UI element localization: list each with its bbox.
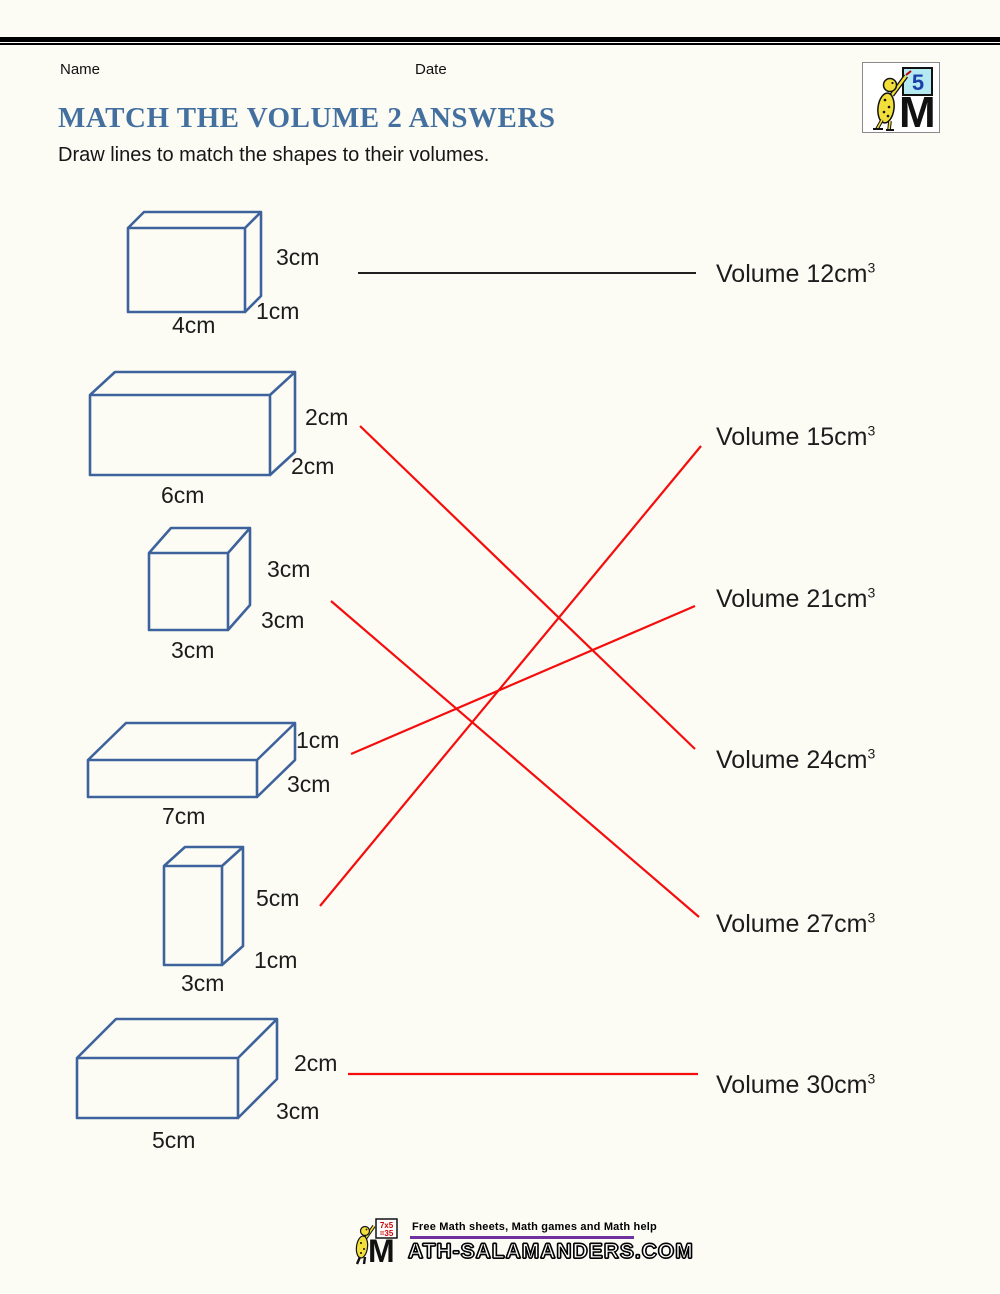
volume-option-3-text: Volume 21cm xyxy=(716,585,868,613)
footer-salamander-spot xyxy=(360,1242,362,1244)
salamander-spot xyxy=(887,105,891,109)
footer-site-name: ATH-SALAMANDERS.COM xyxy=(407,1239,694,1263)
match-line-2 xyxy=(359,425,696,750)
volume-option-5: Volume 27cm3 xyxy=(716,911,875,937)
shape1-height-label: 3cm xyxy=(276,244,320,270)
shape5-depth-label: 1cm xyxy=(254,947,298,973)
logo-letter-m: M xyxy=(899,88,936,131)
shape-box-5 xyxy=(162,845,245,967)
shape3-depth-label: 3cm xyxy=(261,607,305,633)
shape6-width-label: 5cm xyxy=(152,1127,196,1153)
footer-salamander-head xyxy=(359,1225,371,1237)
top-divider-thin-line xyxy=(0,43,1000,45)
footer-salamander-spot xyxy=(360,1252,362,1254)
salamander-feet xyxy=(873,128,894,131)
volume-option-2-text: Volume 15cm xyxy=(716,423,868,451)
site-logo: M 5 xyxy=(862,62,940,137)
salamander-eye xyxy=(891,81,894,85)
salamander-body xyxy=(877,92,895,124)
date-label: Date xyxy=(415,61,447,78)
shape3-width-label: 3cm xyxy=(171,637,215,663)
shape-box-3 xyxy=(147,526,252,632)
salamander-arm xyxy=(891,75,907,96)
volume-option-2-exponent: 3 xyxy=(867,422,876,439)
footer-board-line1: 7x5 xyxy=(380,1221,394,1230)
footer-salamander-spot xyxy=(363,1248,365,1250)
shape4-depth-label: 3cm xyxy=(287,771,331,797)
volume-option-4-exponent: 3 xyxy=(867,745,876,762)
volume-option-6-text: Volume 30cm xyxy=(716,1071,868,1099)
footer-logo: M 7x5 =35 xyxy=(355,1218,398,1265)
salamander-head xyxy=(882,77,898,93)
volume-option-6: Volume 30cm3 xyxy=(716,1072,875,1098)
match-line-5 xyxy=(319,445,702,907)
shape3-height-label: 3cm xyxy=(267,556,311,582)
shape-box-1 xyxy=(126,210,263,314)
top-divider xyxy=(0,37,1000,45)
match-line-3 xyxy=(330,600,700,918)
page-subtitle: Draw lines to match the shapes to their … xyxy=(58,144,490,166)
site-logo-graphic: M 5 xyxy=(873,67,936,137)
pencil-icon xyxy=(905,70,912,76)
page-title: MATCH THE VOLUME 2 ANSWERS xyxy=(58,102,556,134)
footer-logo-board xyxy=(375,1218,398,1239)
top-divider-thick-line xyxy=(0,37,1000,42)
logo-grade-number: 5 xyxy=(912,70,924,95)
volume-option-1-text: Volume 12cm xyxy=(716,260,868,288)
shape6-depth-label: 3cm xyxy=(276,1098,320,1124)
shape2-height-label: 2cm xyxy=(305,404,349,430)
match-line-4 xyxy=(350,604,696,756)
footer-salamander-body xyxy=(355,1235,369,1259)
name-label: Name xyxy=(60,61,101,78)
footer-purple-rule xyxy=(410,1236,634,1239)
volume-option-4-text: Volume 24cm xyxy=(716,746,868,774)
footer-board-line2: =35 xyxy=(380,1229,394,1238)
volume-option-3: Volume 21cm3 xyxy=(716,586,875,612)
shape2-depth-label: 2cm xyxy=(291,453,335,479)
salamander-legs xyxy=(876,119,891,131)
volume-option-3-exponent: 3 xyxy=(867,584,876,601)
volume-option-6-exponent: 3 xyxy=(867,1070,876,1087)
footer-tagline: Free Math sheets, Math games and Math he… xyxy=(412,1221,657,1233)
shape-box-4 xyxy=(86,721,297,799)
shape4-width-label: 7cm xyxy=(162,803,206,829)
footer-salamander-legs xyxy=(355,1256,367,1265)
volume-option-2: Volume 15cm3 xyxy=(716,424,875,450)
shape6-height-label: 2cm xyxy=(294,1050,338,1076)
shape-box-6 xyxy=(75,1017,279,1120)
volume-option-4: Volume 24cm3 xyxy=(716,747,875,773)
salamander-spot xyxy=(886,114,890,118)
salamander-spot xyxy=(882,110,886,114)
volume-option-1: Volume 12cm3 xyxy=(716,261,875,287)
salamander-spot xyxy=(883,98,887,102)
volume-option-1-exponent: 3 xyxy=(867,259,876,276)
shape1-width-label: 4cm xyxy=(172,312,216,338)
shape4-height-label: 1cm xyxy=(296,727,340,753)
shape2-width-label: 6cm xyxy=(161,482,205,508)
shape1-depth-label: 1cm xyxy=(256,298,300,324)
shape5-height-label: 5cm xyxy=(256,885,300,911)
shape-box-2 xyxy=(88,370,297,477)
shape5-width-label: 3cm xyxy=(181,970,225,996)
volume-option-5-exponent: 3 xyxy=(867,909,876,926)
footer-salamander-eye xyxy=(365,1228,368,1231)
volume-option-5-text: Volume 27cm xyxy=(716,910,868,938)
top-divider-gap xyxy=(0,42,1000,43)
